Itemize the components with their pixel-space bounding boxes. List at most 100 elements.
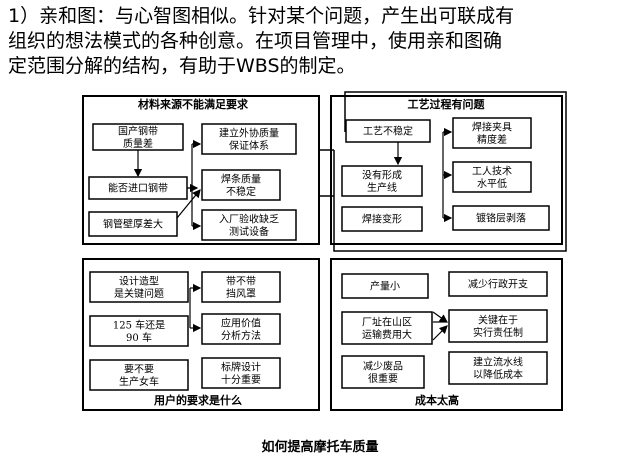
node-label-line: 焊接变形 [362, 213, 402, 226]
node-weld-rod: 焊条质量不稳定 [201, 169, 281, 201]
node-label-line: 工艺不稳定 [363, 125, 413, 138]
node-label-line: 挡风罩 [226, 287, 256, 300]
node-label: 镀铬层剥落 [476, 212, 526, 225]
node-label: 焊接夹具精度差 [472, 120, 512, 146]
node-label-line: 厂址在山区 [362, 315, 412, 328]
node-brand-design: 标牌设计十分重要 [201, 357, 281, 389]
edges [133, 127, 453, 341]
node-label-line: 水平低 [477, 177, 507, 190]
node-label-line: 焊接夹具 [472, 120, 512, 133]
node-label: 设计造型是关键问题 [114, 274, 164, 300]
intro-text: 1）亲和图：与心智图相似。针对某个问题，产生出可联成有 组织的想法模式的各种创意… [8, 4, 632, 79]
intro-line-3: 定范围分解的结构，有助于WBS的制定。 [8, 55, 356, 77]
node-label: 国产钢带质量差 [118, 124, 158, 150]
node-label-line: 设计造型 [119, 274, 159, 287]
node-label-line: 国产钢带 [118, 124, 158, 137]
node-label: 建立外协质量保证体系 [219, 126, 279, 152]
node-mountain-site: 厂址在山区运输费用大 [341, 311, 433, 345]
node-label-line: 没有形成 [362, 168, 402, 181]
group-title-material: 材料来源不能满足要求 [138, 97, 249, 111]
node-label: 产量小 [370, 280, 400, 293]
node-label-line: 生产线 [367, 181, 397, 194]
node-label: 建立流水线以降低成本 [473, 355, 523, 381]
node-label-line: 能否进口钢带 [108, 182, 168, 195]
node-label: 工艺不稳定 [363, 125, 413, 138]
group-title-cost: 成本太高 [415, 393, 459, 407]
node-label-line: 不稳定 [226, 185, 256, 198]
node-label: 要不要生产女车 [119, 363, 159, 388]
node-label: 入厂验收缺乏测试设备 [219, 212, 279, 238]
node-label-line: 运输费用大 [362, 328, 412, 341]
node-label: 减少废品很重要 [363, 359, 403, 385]
node-label-line: 焊条质量 [221, 172, 261, 185]
node-outsourcing-qa: 建立外协质量保证体系 [201, 123, 297, 155]
node-incoming-test: 入厂验收缺乏测试设备 [201, 209, 297, 241]
node-label-line: 标牌设计 [221, 360, 261, 373]
node-label-line: 精度差 [477, 133, 507, 146]
node-domestic-steel: 国产钢带质量差 [92, 123, 184, 151]
node-label-line: 实行责任制 [473, 326, 523, 339]
node-label-line: 很重要 [368, 372, 398, 385]
node-label-line: 生产女车 [119, 375, 159, 388]
node-label-line: 带不带 [226, 275, 256, 287]
node-windshield: 带不带挡风罩 [201, 271, 281, 303]
node-label-line: 减少行政开支 [468, 278, 528, 291]
node-label-line: 分析方法 [221, 329, 261, 342]
node-label-line: 减少废品 [363, 359, 403, 372]
figure-caption: 如何提高摩托车质量 [261, 440, 379, 455]
node-label: 带不带挡风罩 [226, 275, 256, 300]
node-label-line: 质量差 [123, 137, 153, 150]
node-low-output: 产量小 [341, 273, 429, 299]
node-label-line: 建立外协质量 [219, 126, 279, 139]
node-label: 应用价值分析方法 [221, 316, 261, 342]
node-label: 标牌设计十分重要 [221, 360, 261, 386]
group-frame-material [82, 95, 320, 245]
node-label-line: 125 车还是 [113, 318, 165, 331]
node-label: 焊接变形 [362, 213, 402, 226]
group-frame-user [82, 258, 320, 411]
node-reduce-waste: 减少废品很重要 [341, 355, 425, 389]
node-label-line: 钢管壁厚差大 [103, 218, 163, 231]
node-no-line: 没有形成生产线 [341, 165, 423, 197]
node-pipe-wall: 钢管壁厚差大 [88, 211, 178, 237]
node-process-unstable: 工艺不稳定 [345, 119, 431, 143]
node-label-line: 入厂验收缺乏 [219, 212, 279, 225]
node-responsibility: 关键在于实行责任制 [448, 309, 548, 343]
node-label-line: 90 车 [126, 331, 152, 344]
node-import-steel: 能否进口钢带 [88, 176, 188, 200]
node-label: 工人技术水平低 [472, 164, 512, 190]
node-label: 焊条质量不稳定 [221, 172, 261, 198]
node-label: 钢管壁厚差大 [103, 218, 163, 231]
node-label-line: 应用价值 [221, 316, 261, 329]
node-women-bike: 要不要生产女车 [89, 359, 189, 391]
node-label-line: 以降低成本 [473, 368, 523, 381]
node-chrome-peel: 镀铬层剥落 [452, 205, 550, 231]
node-label-line: 关键在于 [478, 313, 518, 326]
node-label-line: 工人技术 [472, 164, 512, 177]
node-label-line: 镀铬层剥落 [476, 212, 526, 225]
intro-line-1: 1）亲和图：与心智图相似。针对某个问题，产生出可联成有 [8, 5, 515, 27]
group-title-user: 用户的要求是什么 [154, 393, 242, 407]
node-design-key: 设计造型是关键问题 [89, 271, 189, 303]
node-weld-deform: 焊接变形 [341, 206, 423, 232]
node-admin-cost: 减少行政开支 [448, 271, 548, 297]
node-label: 能否进口钢带 [108, 182, 168, 195]
group-connector [318, 91, 567, 252]
intro-line-2: 组织的想法模式的各种创意。在项目管理中，使用亲和图确 [8, 30, 503, 52]
node-label: 没有形成生产线 [362, 168, 402, 194]
node-label-line: 测试设备 [229, 225, 269, 238]
node-label: 厂址在山区运输费用大 [362, 315, 412, 341]
group-title-process: 工艺过程有问题 [408, 97, 486, 111]
node-label-line: 建立流水线 [473, 355, 523, 368]
node-label: 减少行政开支 [468, 278, 528, 291]
node-value-analysis: 应用价值分析方法 [201, 313, 281, 345]
node-label-line: 保证体系 [229, 139, 269, 152]
node-weld-fixture: 焊接夹具精度差 [452, 117, 532, 149]
node-label-line: 是关键问题 [114, 287, 164, 300]
group-frame-cost [330, 258, 563, 411]
node-label-line: 十分重要 [221, 373, 261, 386]
node-label: 关键在于实行责任制 [473, 313, 523, 339]
